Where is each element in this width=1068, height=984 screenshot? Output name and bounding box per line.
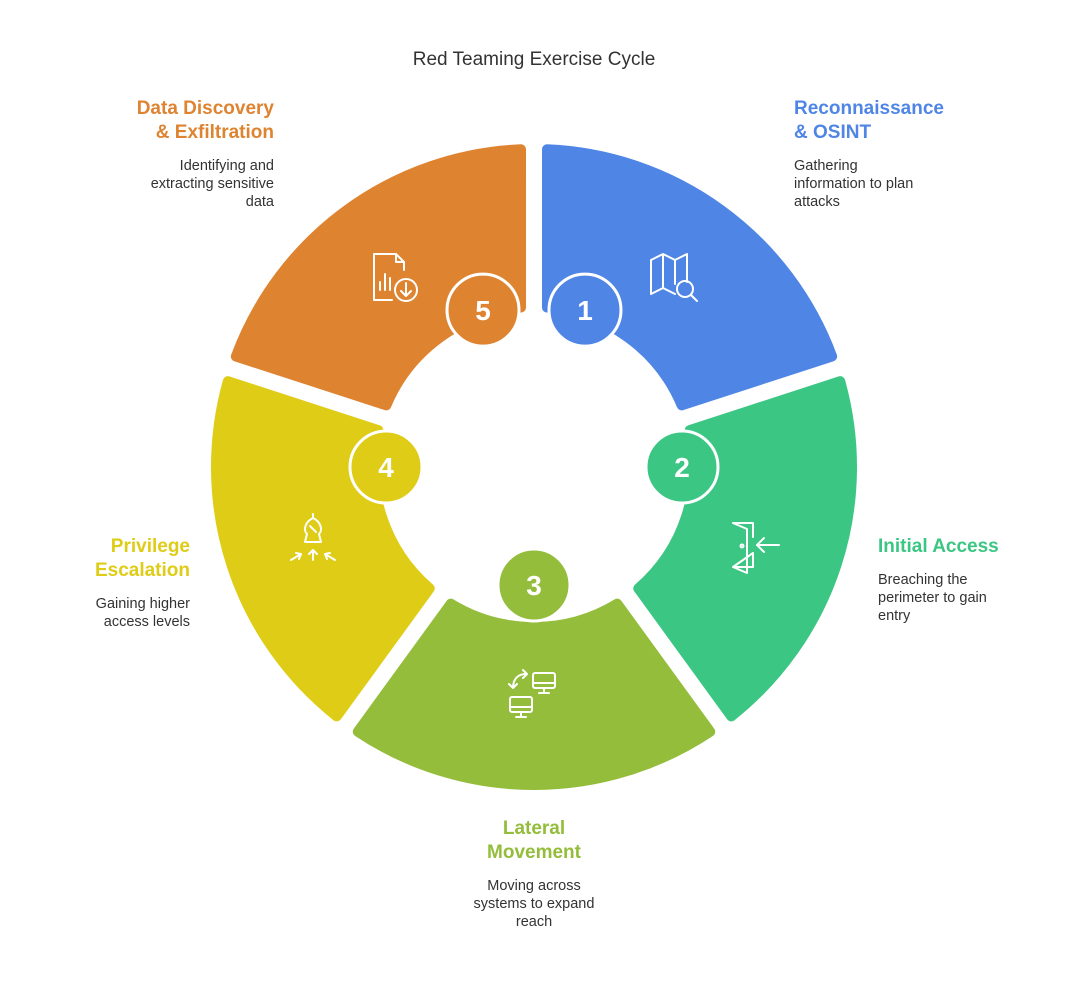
step-4-description: Gaining higher access levels <box>95 596 190 630</box>
step-5-text: Data Discovery & Exfiltration Identifyin… <box>74 97 274 211</box>
step-3-description: Moving across systems to expand reach <box>473 878 595 930</box>
door-enter-icon <box>732 522 780 574</box>
step-4-text: Privilege Escalation Gaining higher acce… <box>0 535 190 631</box>
step-5-number: 5 <box>475 295 491 326</box>
computers-exchange-icon <box>508 669 556 718</box>
step-4-number: 4 <box>378 452 394 483</box>
step-3-badge: 3 <box>496 547 572 623</box>
step-2-label: Initial Access <box>878 536 999 557</box>
diagram-title: Red Teaming Exercise Cycle <box>412 49 656 70</box>
step-4-badge: 4 <box>348 429 424 505</box>
step-5-segment <box>230 144 527 411</box>
step-2-description: Breaching the perimeter to gain entry <box>878 572 987 624</box>
step-3-number: 3 <box>526 570 542 601</box>
step-1-text: Reconnaissance & OSINT Gathering informa… <box>794 97 994 211</box>
step-1-badge: 1 <box>547 272 623 348</box>
step-1-description: Gathering information to plan attacks <box>794 158 914 210</box>
step-4-label: Privilege Escalation <box>94 536 190 581</box>
step-2-number: 2 <box>674 452 690 483</box>
step-4-segment <box>211 376 435 722</box>
step-2-badge: 2 <box>644 429 720 505</box>
step-1-label: Reconnaissance & OSINT <box>794 98 944 143</box>
document-download-icon <box>373 253 418 302</box>
step-2-text: Initial Access Breaching the perimeter t… <box>878 535 1068 625</box>
step-3-label: Lateral Movement <box>487 818 581 863</box>
step-5-label: Data Discovery & Exfiltration <box>136 98 274 143</box>
step-1-number: 1 <box>577 295 593 326</box>
map-search-icon <box>650 253 698 302</box>
step-5-badge: 5 <box>445 272 521 348</box>
chess-bishop-icon <box>290 513 336 561</box>
step-3-segment <box>352 598 716 790</box>
step-3-text: Lateral Movement Moving across systems t… <box>434 817 634 931</box>
step-5-description: Identifying and extracting sensitive dat… <box>150 158 274 210</box>
